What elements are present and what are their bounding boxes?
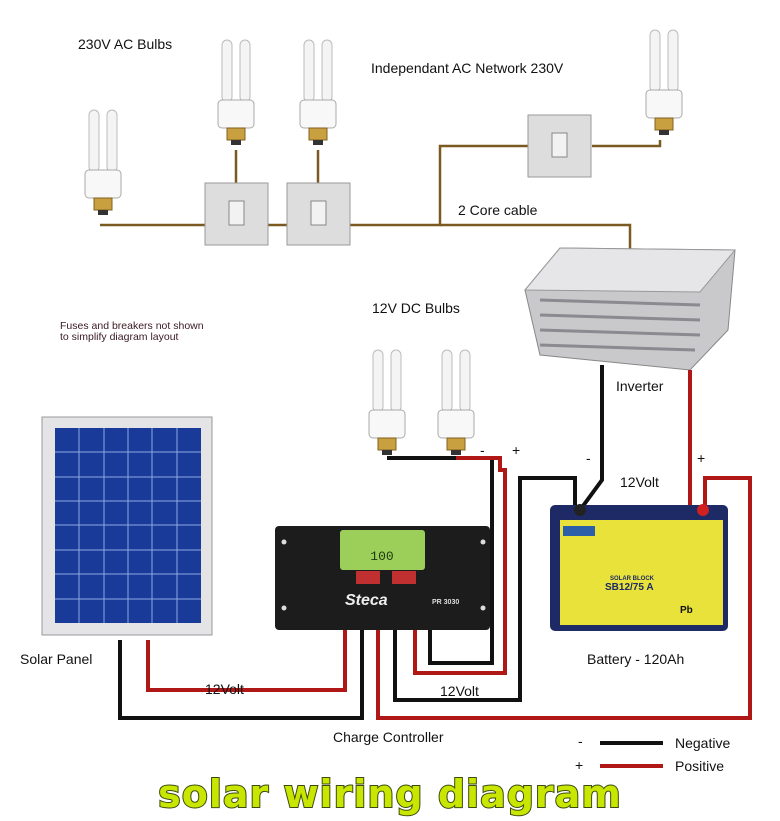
solar-panel-device: [41, 416, 213, 636]
ac-bulb-1: [84, 109, 122, 216]
battery-device: SOLAR BLOCK SB12/75 A Pb: [550, 504, 728, 631]
inverter-plus: +: [697, 450, 706, 466]
battery-model: SB12/75 A: [605, 582, 654, 593]
battery-chem: Pb: [680, 605, 693, 616]
diagram-title: solar wiring diagram: [157, 771, 622, 817]
battery-volt-label: 12Volt: [620, 474, 659, 490]
ac-wiring: [100, 140, 662, 262]
fuses-note-line1: Fuses and breakers not shown: [60, 320, 204, 332]
legend-negative-sign: -: [578, 733, 583, 749]
legend-positive-sign: +: [575, 757, 584, 773]
dc-wiring: [118, 365, 752, 720]
ac-network-label: Independant AC Network 230V: [371, 60, 564, 76]
ac-bulb-3: [299, 39, 337, 146]
bulb-minus: -: [480, 442, 485, 458]
controller-model: PR 3030: [432, 599, 459, 606]
inverter-label: Inverter: [616, 378, 664, 394]
legend-negative-label: Negative: [675, 735, 731, 751]
legend-positive-label: Positive: [675, 758, 725, 774]
inverter-minus: -: [586, 450, 591, 466]
battery-label: Battery - 120Ah: [587, 651, 685, 667]
dc-bulbs-label: 12V DC Bulbs: [372, 300, 460, 316]
controller-display: 100: [370, 549, 393, 564]
ac-bulbs-label: 230V AC Bulbs: [78, 36, 173, 52]
core-cable-label: 2 Core cable: [458, 202, 538, 218]
battery-brand-line1: SOLAR BLOCK: [610, 576, 655, 582]
light-switch-2: [286, 182, 351, 246]
dc-bulb-2: [437, 349, 475, 456]
inverter-device: [523, 247, 737, 371]
panel-volt-label: 12Volt: [205, 681, 244, 697]
controller-brand: Steca: [345, 592, 388, 609]
fuses-note-line2: to simplify diagram layout: [60, 331, 179, 343]
light-switch-3: [527, 114, 592, 178]
controller-volt-label: 12Volt: [440, 683, 479, 699]
light-switch-1: [204, 182, 269, 246]
charge-controller-label: Charge Controller: [333, 729, 444, 745]
ac-bulb-4: [645, 29, 683, 136]
dc-bulb-1: [368, 349, 406, 456]
charge-controller-device: 100 Steca PR 3030: [275, 526, 490, 630]
solar-panel-label: Solar Panel: [20, 651, 93, 667]
ac-bulb-2: [217, 39, 255, 146]
bulb-plus: +: [512, 442, 521, 458]
